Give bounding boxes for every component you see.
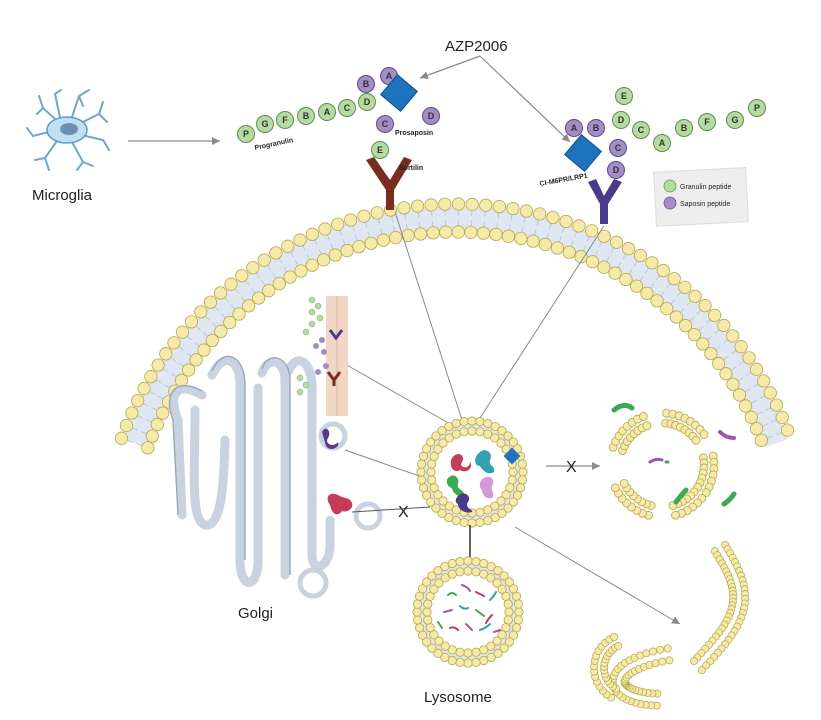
sortilin-label: Sortilin xyxy=(399,165,423,172)
endosome-contents xyxy=(446,447,521,513)
svg-text:C: C xyxy=(344,103,351,113)
golgi-label: Golgi xyxy=(238,605,273,622)
golgi-outline xyxy=(168,355,291,575)
prosaposin-label: Prosaposin xyxy=(395,130,433,137)
svg-text:C: C xyxy=(382,119,389,129)
svg-text:E: E xyxy=(621,91,627,101)
receptor-label: CI-M6PR/LRP1 xyxy=(539,173,588,188)
line-sortilin-to-vesicle xyxy=(394,211,463,421)
right-granulin-peptide-a: A xyxy=(653,134,671,152)
m6pr-lrp1-receptor xyxy=(588,179,622,224)
line-receptor-to-vesicle xyxy=(479,225,605,419)
endosome xyxy=(416,416,528,528)
right-granulin-peptide-f: F xyxy=(698,113,716,131)
line-golgi-to-vesicle xyxy=(344,363,453,426)
left-granulin-peptide-d: D xyxy=(358,93,376,111)
line-blocked-protein xyxy=(351,506,431,513)
left-saposin-peptide-b: B xyxy=(357,75,375,93)
peptide-legend: Granulin peptide Saposin peptide xyxy=(653,167,749,227)
svg-text:B: B xyxy=(303,111,310,121)
right-granulin-peptide-c: C xyxy=(632,121,650,139)
microglia-label: Microglia xyxy=(32,187,93,204)
right-granulin-peptide-g: G xyxy=(726,111,744,129)
left-granulin-peptide-e: E xyxy=(371,141,389,159)
golgi-vesicle-middle xyxy=(353,501,383,531)
right-granulin-peptide-p: P xyxy=(748,99,766,117)
left-granulin-peptide-p: P xyxy=(237,125,255,143)
ruptured-vesicle xyxy=(608,408,719,520)
golgi-vesicle-protein xyxy=(322,428,339,449)
golgi-membrane-inset xyxy=(296,296,348,416)
svg-text:B: B xyxy=(593,123,600,133)
granulin-legend-swatch xyxy=(663,179,677,193)
sortilin-receptor xyxy=(366,157,412,210)
right-granulin-peptide-d: D xyxy=(612,111,630,129)
svg-text:E: E xyxy=(377,145,383,155)
left-saposin-peptide-d: D xyxy=(422,107,440,125)
saposin-legend-label: Saposin peptide xyxy=(680,201,730,208)
svg-text:D: D xyxy=(428,111,435,121)
line-golgi-vesicle-to-lysosome xyxy=(344,449,426,479)
svg-text:P: P xyxy=(754,103,760,113)
block-mark-golgi: X xyxy=(398,504,409,521)
left-granulin-peptide-c: C xyxy=(338,99,356,117)
left-granulin-peptide-b: B xyxy=(297,107,315,125)
svg-text:D: D xyxy=(618,115,625,125)
ruptured-vesicle-fragments xyxy=(611,402,737,507)
svg-text:A: A xyxy=(659,138,666,148)
svg-text:C: C xyxy=(615,143,622,153)
granulin-legend-label: Granulin peptide xyxy=(680,184,731,191)
right-granulin-peptide-b: B xyxy=(675,119,693,137)
svg-text:G: G xyxy=(261,119,268,129)
left-granulin-peptide-f: F xyxy=(276,111,294,129)
svg-text:D: D xyxy=(613,165,620,175)
saposin-legend-swatch xyxy=(663,196,677,210)
left-progranulin-chain: P G F B A C D E xyxy=(237,93,389,159)
golgi-vesicle-bottom xyxy=(297,567,329,599)
svg-text:C: C xyxy=(638,125,645,135)
misfolded-protein xyxy=(327,493,353,515)
svg-text:F: F xyxy=(704,117,710,127)
svg-text:B: B xyxy=(363,79,370,89)
right-saposin-peptide-d: D xyxy=(607,161,625,179)
right-progranulin-chain: E D C A B F G P xyxy=(612,87,766,152)
svg-text:A: A xyxy=(386,71,393,81)
arrow-drug-to-left-complex xyxy=(419,55,481,80)
svg-text:A: A xyxy=(324,107,331,117)
plasma-membrane xyxy=(114,197,795,455)
microglia-cell-icon xyxy=(26,89,110,171)
left-granulin-peptide-a: A xyxy=(318,103,336,121)
left-drug-molecule xyxy=(379,73,419,113)
right-granulin-peptide-e: E xyxy=(615,87,633,105)
arrow-to-broken-membrane xyxy=(514,526,681,625)
plasma-membrane-bilayer xyxy=(114,197,795,455)
svg-text:B: B xyxy=(681,123,688,133)
svg-text:P: P xyxy=(243,129,249,139)
right-saposin-peptide-b: B xyxy=(587,119,605,137)
svg-text:F: F xyxy=(282,115,288,125)
lysosome xyxy=(412,556,524,668)
right-saposin-peptide-c: C xyxy=(609,139,627,157)
arrow-drug-to-right-complex xyxy=(479,55,571,143)
right-saposin-peptide-a: A xyxy=(565,119,583,137)
left-granulin-peptide-g: G xyxy=(256,115,274,133)
broken-membrane xyxy=(590,540,750,710)
right-prosaposin-chain: A B C D xyxy=(565,119,627,179)
left-saposin-peptide-c: C xyxy=(376,115,394,133)
lysosome-label: Lysosome xyxy=(424,689,492,706)
right-drug-molecule xyxy=(563,133,603,173)
progranulin-label: Progranulin xyxy=(254,137,294,152)
svg-text:G: G xyxy=(731,115,738,125)
golgi-apparatus xyxy=(169,356,335,587)
block-mark-degradation: X xyxy=(566,459,577,476)
svg-text:A: A xyxy=(571,123,578,133)
svg-text:D: D xyxy=(364,97,371,107)
drug-label: AZP2006 xyxy=(445,38,508,55)
lysosome-fragments xyxy=(437,584,501,633)
